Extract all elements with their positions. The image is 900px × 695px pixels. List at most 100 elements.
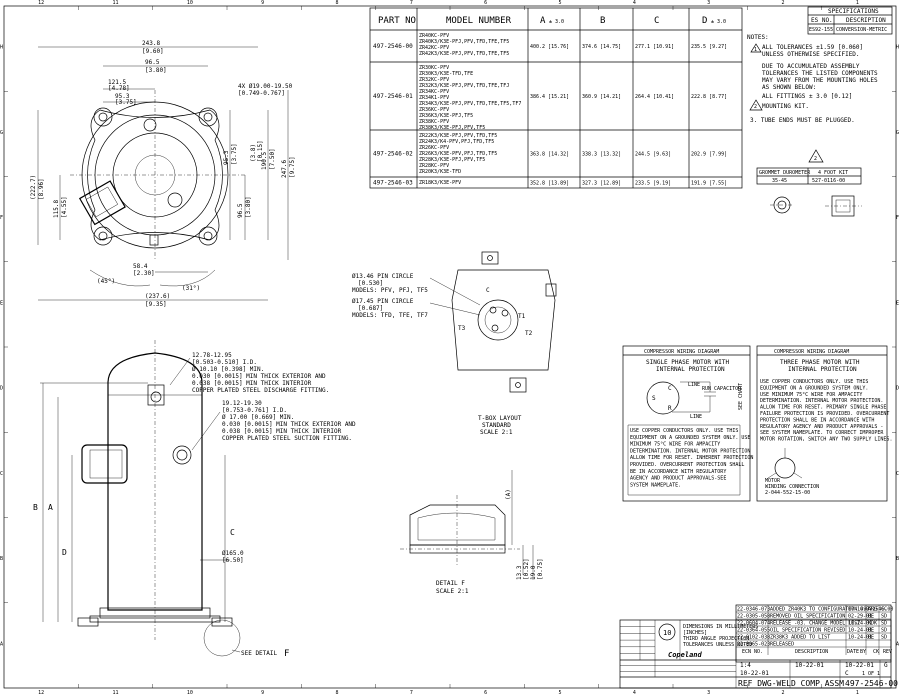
top-view <box>37 46 289 301</box>
wiring1-text-line: PROVIDED. OVERCURRENT PROTECTION SHALL <box>630 462 744 468</box>
wiring-sub: INTERNAL PROTECTION <box>788 366 857 373</box>
zone-col-label: 11 <box>113 0 119 6</box>
model-number: ZR34K1-PFV <box>419 95 449 101</box>
spec-box: SPECIFICATIONS ES NO. DESCRIPTION ES92-1… <box>807 6 893 35</box>
dim-text: 96.5 <box>145 59 160 66</box>
dim-text: (45°) <box>97 278 115 285</box>
note-line: ALL TOLERANCES ±1.59 [0.060] <box>762 44 863 51</box>
model-number: ZR18K3/K3E-PFV <box>419 180 461 186</box>
rev-by: KDK <box>868 621 877 627</box>
dim-text: 95.3 <box>115 93 130 100</box>
zone-row-label: F <box>896 215 899 221</box>
detail-letter: F <box>284 649 289 659</box>
kit-col1: GROMMET DUROMETER <box>759 170 811 176</box>
wiring-sub: THREE PHASE MOTOR WITH <box>780 359 860 366</box>
terminal-t1-label: T1 <box>518 313 526 320</box>
notes-title: NOTES: <box>747 34 769 41</box>
mount-flag-icon <box>808 149 824 163</box>
svg-text:2: 2 <box>814 156 817 162</box>
model-number: ZR26KC-PFV <box>419 145 449 151</box>
note-line: UNLESS OTHERWISE SPECIFIED. <box>762 51 860 58</box>
rev-ecn: 22-0364-055 <box>737 628 770 634</box>
rev-header: DATE <box>847 649 859 655</box>
zone-col-label: 11 <box>113 690 119 695</box>
tb-small: TOLERANCES UNLESS NOTED <box>683 642 752 648</box>
tb-small: [INCHES] <box>683 630 707 636</box>
tbox-caption: SCALE 2:1 <box>480 429 513 436</box>
wiring-side: SEE CHART <box>738 383 744 410</box>
pin-note: Ø13.46 PIN CIRCLE <box>352 273 414 280</box>
wiring-label: R <box>668 405 672 412</box>
model-number: ZR28K3/K3E-PFJ,PFV,TF5 <box>419 157 485 163</box>
dim-text: [3.75] <box>231 143 238 165</box>
wiring-bottom: WINDING CONNECTION <box>765 484 819 490</box>
model-number: ZR36K3/K3E-PFJ,TF5 <box>419 113 473 119</box>
pin-note: [0.530] <box>358 280 383 287</box>
rev-desc: REMOVED OIL SPECIFICATION <box>770 614 845 620</box>
model-number: ZR36KC-PFV <box>419 107 449 113</box>
zone-col-label: 8 <box>336 690 339 695</box>
wiring-bottom: 2-044-552-15-00 <box>765 490 810 496</box>
tbox-caption: T-BOX LAYOUT <box>478 415 522 422</box>
dim-text: (31°) <box>182 285 200 292</box>
model-number: ZR34K3/K3E-PFJ,PFV,TFD,TFE,TF5,TF7 <box>419 101 521 107</box>
rev-desc: RELEASED <box>770 642 794 648</box>
note-line: 3. TUBE ENDS MUST BE PLUGGED. <box>750 117 855 124</box>
wiring1-text-line: EQUIPMENT ON A GROUNDED SYSTEM ONLY. USE <box>630 435 750 441</box>
wiring1-text-line: MINIMUM 75°C WIRE FOR AMPACITY <box>630 442 720 448</box>
dim-text: [2.30] <box>133 270 155 277</box>
wiring1-text-line: BE IN ACCORDANCE WITH REGULATORY <box>630 469 726 475</box>
zone-col-label: 1 <box>856 690 859 695</box>
dim-d-value: 222.8 [8.77] <box>691 94 727 100</box>
rev-header: CK <box>873 649 879 655</box>
wiring-sub: SINGLE PHASE MOTOR WITH <box>646 359 729 366</box>
dim-text: (237.6) <box>145 293 170 300</box>
zone-row-label: A <box>0 641 3 647</box>
dim-b-value: 360.9 [14.21] <box>582 94 621 100</box>
note-line: AS SHOWN BELOW: <box>762 84 816 91</box>
wiring1-text-line: ALLOW TIME FOR RESET. INHERENT PROTECTIO… <box>630 455 753 461</box>
wiring2-text-line: USE MINIMUM 75°C WIRE FOR AMPACITY <box>760 392 862 398</box>
wiring1-text-line: DETERMINATION. INTERNAL MOTOR PROTECTION <box>630 448 750 454</box>
suction-note: COPPER PLATED STEEL SUCTION FITTING. <box>222 435 352 442</box>
rev-header: DESCRIPTION <box>795 649 828 655</box>
spec-es-no: ES92-155 <box>809 27 833 33</box>
wiring1-text: USE COPPER CONDUCTORS ONLY. USE THISEQUI… <box>627 424 753 496</box>
wiring-title: COMPRESSOR WIRING DIAGRAM <box>644 349 719 355</box>
model-number: ZR38K3/K3E-PFJ,PFV,TF5 <box>419 125 485 131</box>
rev-date: 10-24-01 <box>848 635 872 641</box>
base-dim: Ø165.0 <box>222 550 244 557</box>
zone-col-label: 2 <box>782 690 785 695</box>
wiring2-text: USE COPPER CONDUCTORS ONLY. USE THISEQUI… <box>760 379 892 443</box>
dim-text: [9.75] <box>289 156 296 178</box>
note-flag-1-icon <box>750 43 762 53</box>
zone-col-label: 10 <box>187 0 193 6</box>
tb-date: 10-22-01 <box>740 670 769 677</box>
spec-title: SPECIFICATIONS <box>828 8 879 15</box>
dim-letter-c: C <box>230 528 235 537</box>
see-detail-label: SEE DETAIL <box>241 650 278 657</box>
top-view-dimensions: 243.8 [9.60] 96.5 [3.80] 121.5 [4.78] 95… <box>30 40 296 308</box>
wiring1-text-line: USE COPPER CONDUCTORS ONLY. USE THIS <box>630 428 738 434</box>
dim-text: [4.78] <box>108 85 130 92</box>
dim-c-value: 244.5 [9.63] <box>635 152 671 158</box>
zone-col-label: 9 <box>261 0 264 6</box>
spec-desc: CONVERSION-METRIC <box>836 27 887 33</box>
svg-text:1: 1 <box>754 47 757 53</box>
dim-text: [9.60] <box>142 48 164 55</box>
dim-text: 96.5 <box>237 203 244 218</box>
header-c: C <box>654 16 659 26</box>
model-number: ZR40KC-PFV <box>419 33 449 39</box>
model-number: ZR40K3/K3E-PFJ,PFV,TFD,TFE,TF5 <box>419 39 509 45</box>
dim-text: [0.15] <box>257 140 264 162</box>
zone-col-label: 3 <box>707 690 710 695</box>
zone-row-label: D <box>896 386 899 392</box>
detail-dim: [0.75] <box>537 558 544 580</box>
header-d: D <box>702 16 707 26</box>
rev-desc: OIL SPECIFICATION REVISED <box>770 628 845 634</box>
zone-col-label: 4 <box>633 690 636 695</box>
wiring2-text-line: FAILURE PROTECTION IS PROVIDED. OVERCURR… <box>760 411 889 417</box>
part-number: 497-2546-02 <box>373 151 413 158</box>
wiring-label: S <box>652 395 656 402</box>
